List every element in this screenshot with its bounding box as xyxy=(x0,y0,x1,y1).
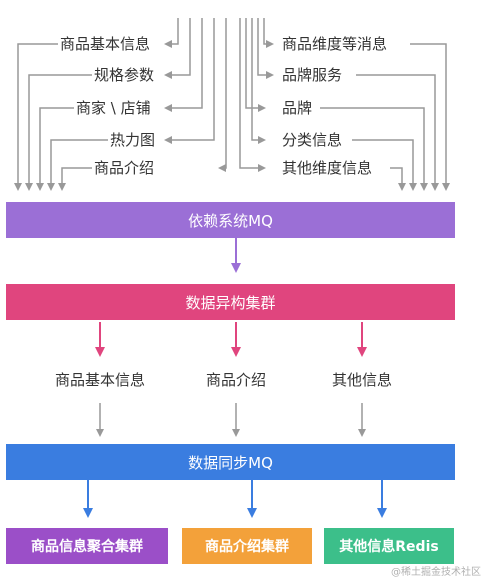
destination-other-info-redis: 其他信息Redis xyxy=(324,528,454,564)
bar-heterogeneous-cluster: 数据异构集群 xyxy=(6,284,455,320)
middle-output-other-info: 其他信息 xyxy=(331,371,393,389)
destination-product-intro-cluster: 商品介绍集群 xyxy=(182,528,312,564)
watermark: @稀土掘金技术社区 xyxy=(391,567,481,578)
destination-product-aggregation-cluster: 商品信息聚合集群 xyxy=(6,528,168,564)
connector-left-2 xyxy=(164,18,215,144)
source-label-brand-service: 品牌服务 xyxy=(282,65,343,85)
source-label-heatmap: 热力图 xyxy=(110,130,156,150)
connector-left-4 xyxy=(164,18,191,79)
source-label-product-dimension: 商品维度等消息 xyxy=(282,34,388,54)
source-label-spec-params: 规格参数 xyxy=(94,65,155,85)
connector-left-1 xyxy=(218,18,227,172)
source-label-category: 分类信息 xyxy=(282,130,343,150)
connector-left-3 xyxy=(164,18,203,112)
connector-left-5 xyxy=(164,18,179,48)
middle-output-product-intro: 商品介绍 xyxy=(205,371,267,389)
source-label-merchant-store: 商家 \ 店铺 xyxy=(76,98,151,118)
source-label-product-intro: 商品介绍 xyxy=(94,158,155,178)
bar-sync-mq: 数据同步MQ xyxy=(6,444,455,480)
source-label-other-dimension: 其他维度信息 xyxy=(282,158,373,178)
source-label-brand: 品牌 xyxy=(282,98,313,118)
bar-dependency-mq: 依赖系统MQ xyxy=(6,202,455,238)
source-label-product-basic: 商品基本信息 xyxy=(60,34,151,54)
middle-output-product-basic: 商品基本信息 xyxy=(54,371,146,389)
